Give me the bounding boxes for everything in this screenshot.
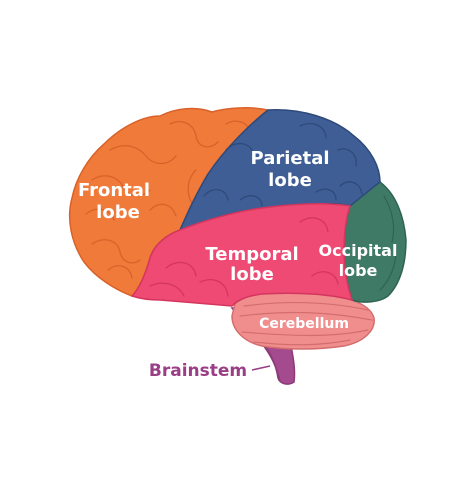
- frontal-lobe-label-line1: Frontal: [78, 180, 150, 201]
- parietal-lobe-label-line2: lobe: [268, 170, 312, 191]
- cerebellum-label: Cerebellum: [259, 316, 349, 332]
- temporal-lobe-label-line2: lobe: [230, 264, 274, 285]
- temporal-lobe-label-line1: Temporal: [205, 244, 298, 265]
- brainstem-leader-line: [251, 365, 271, 371]
- occipital-lobe-label-line1: Occipital: [319, 241, 398, 260]
- occipital-lobe-label-line2: lobe: [339, 261, 378, 280]
- brainstem-label: Brainstem: [149, 361, 247, 381]
- parietal-lobe-label-line1: Parietal: [250, 148, 329, 169]
- temporal-lobe-shape: [130, 203, 354, 307]
- frontal-lobe-label-line2: lobe: [96, 202, 140, 223]
